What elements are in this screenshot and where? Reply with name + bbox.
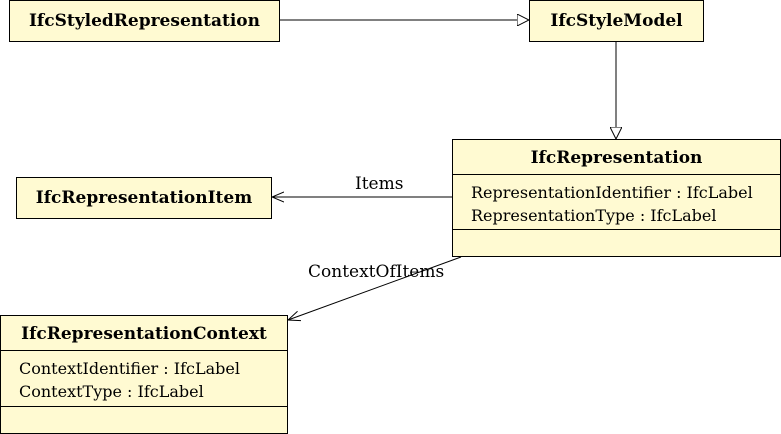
context-association-line bbox=[288, 256, 462, 320]
items-relation-label: Items bbox=[355, 174, 404, 194]
class-name: IfcRepresentationItem bbox=[35, 188, 253, 208]
attribute-context-type: ContextType : IfcLabel bbox=[19, 382, 204, 401]
class-ifcstyledrepresentation: IfcStyledRepresentation bbox=[9, 0, 280, 42]
class-ifcrepresentation: IfcRepresentation RepresentationIdentifi… bbox=[452, 139, 781, 257]
class-name: IfcRepresentation bbox=[453, 140, 780, 175]
context-of-items-relation-label: ContextOfItems bbox=[308, 262, 445, 282]
attribute-list: RepresentationIdentifier : IfcLabel Repr… bbox=[453, 175, 780, 230]
attribute-context-identifier: ContextIdentifier : IfcLabel bbox=[19, 359, 240, 378]
class-name: IfcRepresentationContext bbox=[1, 316, 287, 351]
attribute-representation-identifier: RepresentationIdentifier : IfcLabel bbox=[471, 183, 753, 202]
class-name: IfcStyleModel bbox=[550, 11, 683, 31]
class-name: IfcStyledRepresentation bbox=[28, 11, 260, 31]
attribute-representation-type: RepresentationType : IfcLabel bbox=[471, 206, 717, 225]
class-ifcrepresentationitem: IfcRepresentationItem bbox=[16, 177, 272, 219]
class-ifcstylemodel: IfcStyleModel bbox=[529, 0, 704, 42]
attribute-list: ContextIdentifier : IfcLabel ContextType… bbox=[1, 351, 287, 407]
class-ifcrepresentationcontext: IfcRepresentationContext ContextIdentifi… bbox=[0, 315, 288, 434]
